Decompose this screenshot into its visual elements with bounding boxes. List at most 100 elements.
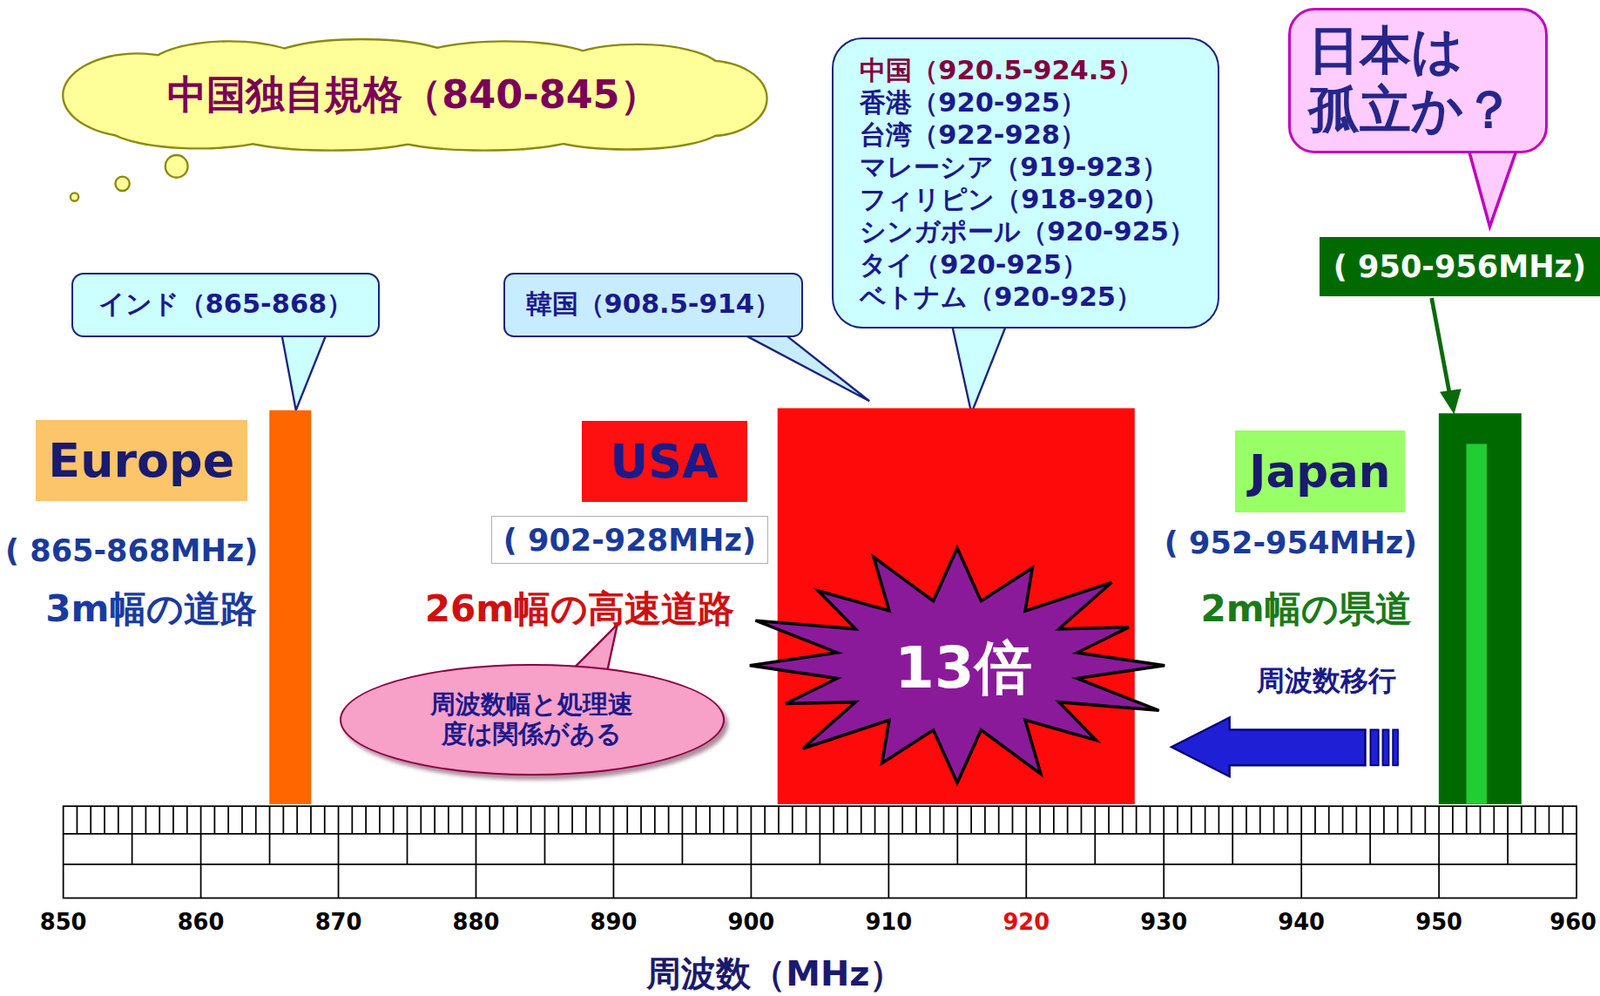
ruler-fine-tick	[1410, 805, 1413, 834]
ruler-fine-tick	[1080, 805, 1083, 834]
ruler-major-tick	[750, 864, 753, 898]
text-group: 周波数幅と処理速度は関係がある	[425, 689, 640, 749]
ruler-mid-tick	[1300, 833, 1303, 865]
ruler-fine-tick	[227, 805, 230, 834]
node-text: 周波数幅と処理速度は関係がある	[425, 689, 640, 749]
ruler-fine-tick	[736, 805, 739, 834]
thought-bubble	[70, 192, 79, 201]
ruler-fine-tick	[1218, 805, 1221, 834]
ruler-fine-tick	[915, 805, 918, 834]
cloud-outline	[64, 40, 767, 149]
axis-tick-label: 960	[1549, 909, 1597, 934]
thought-bubble	[114, 176, 129, 191]
ruler-fine-tick	[475, 805, 478, 834]
starburst: 13倍	[742, 547, 1184, 788]
ruler-fine-tick	[337, 805, 340, 834]
ruler-fine-tick	[805, 805, 808, 834]
ruler-mid-tick	[887, 833, 890, 865]
ruler-fine-tick	[668, 805, 670, 834]
list-line: 中国（920.5-924.5）	[859, 54, 1143, 87]
axis-title: 周波数（MHz）	[646, 954, 905, 993]
text-group: 中国（920.5-924.5）香港（920-925）台湾（922-928）マレー…	[859, 54, 1195, 313]
ruler-fine-tick	[158, 805, 161, 834]
axis-tick-label: 950	[1415, 909, 1463, 934]
ruler-fine-tick	[681, 805, 684, 834]
note-ellipse: 周波数幅と処理速度は関係がある	[339, 663, 725, 777]
migration-arrow	[1171, 716, 1366, 777]
ruler-fine-tick	[1245, 805, 1248, 834]
japan-band-new	[1466, 443, 1487, 804]
list-line: ベトナム（920-925）	[859, 280, 1142, 313]
node-text: 13倍	[894, 629, 1032, 707]
ruler-fine-tick	[461, 805, 464, 834]
callout-tail	[951, 320, 1009, 414]
ruler-fine-tick	[200, 805, 203, 834]
ruler-fine-tick	[214, 805, 217, 834]
ruler-mid-tick	[1369, 833, 1371, 865]
ruler-mid-tick	[131, 833, 134, 865]
ruler-fine-tick	[708, 805, 711, 834]
axis-tick-label: 930	[1140, 909, 1188, 934]
ruler-fine-tick	[1273, 805, 1276, 834]
migration-arrow-stripe	[1382, 729, 1389, 765]
text-group: インド（865-868）	[98, 286, 354, 323]
ruler-fine-tick	[998, 805, 1000, 834]
ruler-fine-tick	[172, 805, 175, 834]
ruler-major-tick	[1300, 864, 1303, 898]
ruler-fine-tick	[956, 805, 959, 834]
ruler-fine-tick	[943, 805, 946, 834]
ruler-fine-tick	[502, 805, 505, 834]
ruler-fine-tick	[846, 805, 849, 834]
ruler-fine-tick	[1204, 805, 1207, 834]
ruler-fine-tick	[1492, 805, 1495, 834]
question-callout: 日本は 孤立か？	[1288, 7, 1549, 153]
ruler-mid-tick	[1437, 833, 1440, 865]
ruler-fine-tick	[1465, 805, 1468, 834]
ruler-mid-tick	[544, 833, 547, 865]
ruler-fine-tick	[131, 805, 134, 834]
ruler-fine-tick	[640, 805, 642, 834]
ruler-frame	[63, 805, 1577, 898]
ruler-mid-tick	[406, 833, 409, 865]
text-group: 中国独自規格（840-845）	[167, 68, 659, 122]
ruler-fine-tick	[488, 805, 491, 834]
node-text: ( 950-956MHz)	[1333, 248, 1587, 284]
ruler-fine-tick	[763, 805, 766, 834]
ruler-major-tick	[1162, 864, 1165, 898]
ruler-fine-tick	[777, 805, 780, 834]
node-text: ( 902-928MHz)	[503, 521, 757, 558]
ruler-fine-tick	[1424, 805, 1426, 834]
leader-arrowhead	[1439, 388, 1462, 414]
ruler-fine-tick	[419, 805, 422, 834]
ruler-fine-tick	[378, 805, 381, 834]
ruler-fine-tick	[887, 805, 890, 834]
text-group: Japan	[1248, 445, 1391, 498]
ruler-fine-tick	[626, 805, 628, 834]
ruler-mid-tick	[613, 833, 615, 865]
axis-tick-label: 850	[40, 909, 88, 934]
ruler-fine-tick	[1451, 805, 1454, 834]
ruler-fine-tick	[722, 805, 725, 834]
analogy-label: 26m幅の高速道路	[425, 588, 736, 629]
ruler-fine-tick	[282, 805, 284, 834]
ruler-fine-tick	[1135, 805, 1138, 834]
node-text: 日本は 孤立か？	[1308, 21, 1528, 140]
ruler-major-tick	[475, 864, 478, 898]
ruler-mid-tick	[1506, 833, 1509, 865]
callout-tail	[732, 328, 870, 401]
ruler-fine-tick	[1162, 805, 1165, 834]
node-text: Japan	[1248, 445, 1391, 498]
thought-bubble	[165, 155, 189, 178]
ruler-major-tick	[1025, 864, 1027, 898]
japan-band-old	[1438, 412, 1522, 804]
ruler-fine-tick	[1012, 805, 1014, 834]
europe-band	[269, 410, 311, 804]
ruler-fine-tick	[1287, 805, 1290, 834]
node-text: USA	[610, 433, 719, 489]
band-range-label: ( 952-954MHz)	[1164, 526, 1418, 561]
ruler-fine-tick	[557, 805, 560, 834]
ruler-fine-tick	[860, 805, 863, 834]
ruler-fine-tick	[447, 805, 450, 834]
ruler-major-tick	[613, 864, 615, 898]
ruler-fine-tick	[970, 805, 973, 834]
